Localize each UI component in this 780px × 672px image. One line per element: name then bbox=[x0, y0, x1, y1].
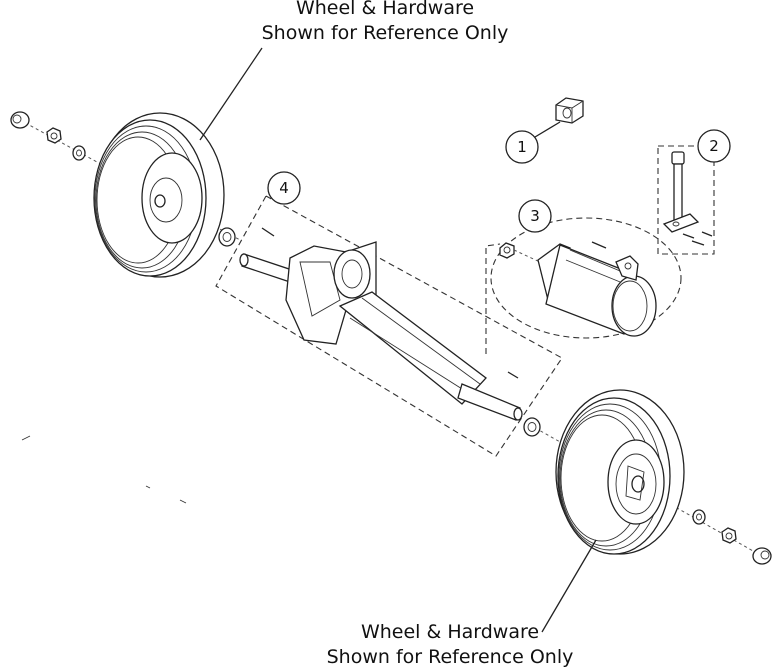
motor-nut bbox=[499, 242, 515, 259]
leader-top-caption bbox=[199, 47, 263, 141]
washer-bottom-outer bbox=[692, 509, 706, 525]
callout-2-label: 2 bbox=[709, 137, 719, 155]
axle-cap-top bbox=[10, 111, 30, 129]
axle-cap-bottom bbox=[752, 547, 772, 565]
callout-1: 1 bbox=[505, 130, 539, 164]
bottom-caption-line2: Shown for Reference Only bbox=[326, 646, 574, 668]
top-wheel-hardware bbox=[10, 111, 241, 247]
washer-top-inner bbox=[218, 227, 236, 247]
bottom-caption-line1: Wheel & Hardware bbox=[360, 621, 540, 643]
callout-2: 2 bbox=[697, 129, 731, 163]
lock-nut-top bbox=[46, 127, 62, 144]
part-2-brake-lever bbox=[657, 145, 715, 255]
part-4-transaxle bbox=[215, 195, 563, 457]
part-3-motor bbox=[490, 217, 682, 339]
top-wheel-caption: Wheel & Hardware Shown for Reference Onl… bbox=[250, 0, 520, 46]
washer-top-outer bbox=[72, 145, 86, 161]
wheel-top-left bbox=[93, 112, 225, 278]
callout-3: 3 bbox=[518, 199, 552, 233]
callout-3-label: 3 bbox=[530, 207, 540, 225]
top-caption-line2: Shown for Reference Only bbox=[261, 22, 509, 44]
callout-1-label: 1 bbox=[517, 138, 527, 156]
washer-bottom-inner bbox=[523, 417, 541, 437]
bottom-wheel-caption: Wheel & Hardware Shown for Reference Onl… bbox=[315, 620, 585, 670]
wheel-bottom-right bbox=[555, 389, 685, 555]
leader-bottom-caption bbox=[541, 539, 597, 633]
lock-nut-bottom bbox=[721, 527, 737, 544]
top-caption-line1: Wheel & Hardware bbox=[295, 0, 475, 19]
callout-4: 4 bbox=[267, 171, 301, 205]
callout-4-label: 4 bbox=[279, 179, 289, 197]
part-1-block bbox=[529, 97, 584, 141]
